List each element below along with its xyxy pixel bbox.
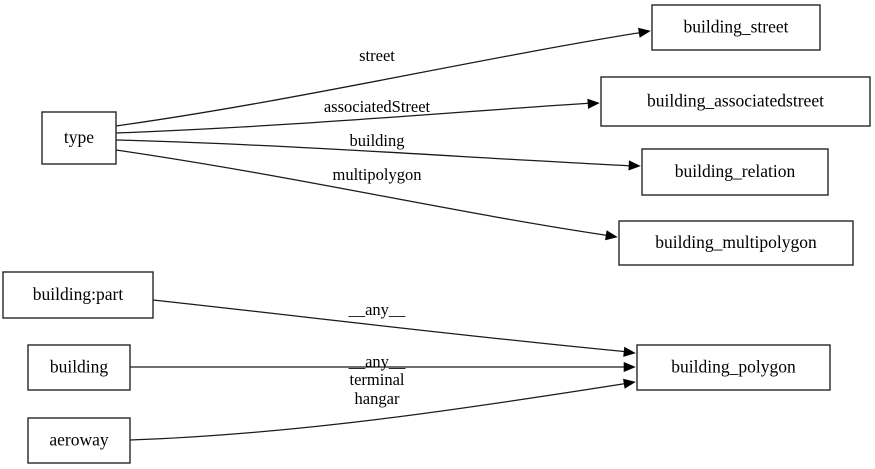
edge-e-type-building [115,139,641,171]
edge-e-type-street [115,27,651,127]
edge-label-line: terminal [350,370,405,389]
arrowhead-icon [628,160,641,171]
edge-label-e-type-associatedstreet: associatedStreet [324,97,431,116]
node-box[interactable] [27,417,131,464]
edge-label-e-type-street: street [359,46,395,65]
arrowhead-icon [623,361,636,373]
node-building[interactable]: building [27,344,131,391]
node-label: building_street [684,17,789,37]
edge-label-line: hangar [355,389,400,408]
node-box[interactable] [2,271,154,319]
edge-label-e-type-multipolygon: multipolygon [333,165,422,184]
node-label: building [50,357,109,377]
node-label: type [64,127,94,147]
edge-line [115,139,635,167]
node-building_polygon[interactable]: building_polygon [636,344,831,391]
node-label: building_relation [675,161,796,181]
node-label: building_multipolygon [655,232,817,252]
arrowhead-icon [623,378,636,389]
node-aeroway[interactable]: aeroway [27,417,131,464]
edge-line [115,149,612,237]
edges-layer [115,27,651,441]
node-building_multipolygon[interactable]: building_multipolygon [618,220,854,266]
edge-label-e-type-building: building [349,131,404,150]
edge-label-line: multipolygon [333,165,422,184]
edge-e-type-multipolygon [115,149,618,241]
node-label: aeroway [49,430,109,450]
edge-e-building-polygon [130,361,636,373]
node-box[interactable] [636,344,831,391]
node-box[interactable] [651,4,821,51]
node-label: building:part [33,284,124,304]
node-building_street[interactable]: building_street [651,4,821,51]
edge-line [152,299,630,353]
edge-e-buildingpart-polygon [152,299,636,357]
edge-line [115,31,645,127]
node-box[interactable] [641,148,829,196]
node-box[interactable] [41,111,117,165]
arrowhead-icon [638,27,651,38]
node-building_associatedstreet[interactable]: building_associatedstreet [600,76,871,127]
nodes-layer: type building_street building_associatedst… [2,4,871,464]
arrowhead-icon [587,98,600,109]
arrowhead-icon [623,346,636,357]
edge-label-line: __any__ [348,352,407,371]
edge-label-line: associatedStreet [324,97,431,116]
edge-label-e-building-polygon: __any__ [348,352,407,371]
edge-labels-layer: street associatedStreet building multipolyg… [324,46,431,408]
node-label: building_associatedstreet [647,91,824,111]
node-box[interactable] [618,220,854,266]
arrowhead-icon [605,230,618,241]
node-box[interactable] [600,76,871,127]
edge-e-type-associatedstreet [115,98,600,134]
edge-e-aeroway-polygon [129,378,636,441]
node-building_part[interactable]: building:part [2,271,154,319]
node-building_relation[interactable]: building_relation [641,148,829,196]
edge-label-line: __any__ [348,300,407,319]
edge-label-line: street [359,46,395,65]
node-box[interactable] [27,344,131,391]
edge-line [129,382,630,441]
node-type[interactable]: type [41,111,117,165]
edge-label-line: building [349,131,404,150]
edge-line [115,102,594,134]
edge-label-e-buildingpart-polygon: __any__ [348,300,407,319]
node-label: building_polygon [671,357,796,377]
